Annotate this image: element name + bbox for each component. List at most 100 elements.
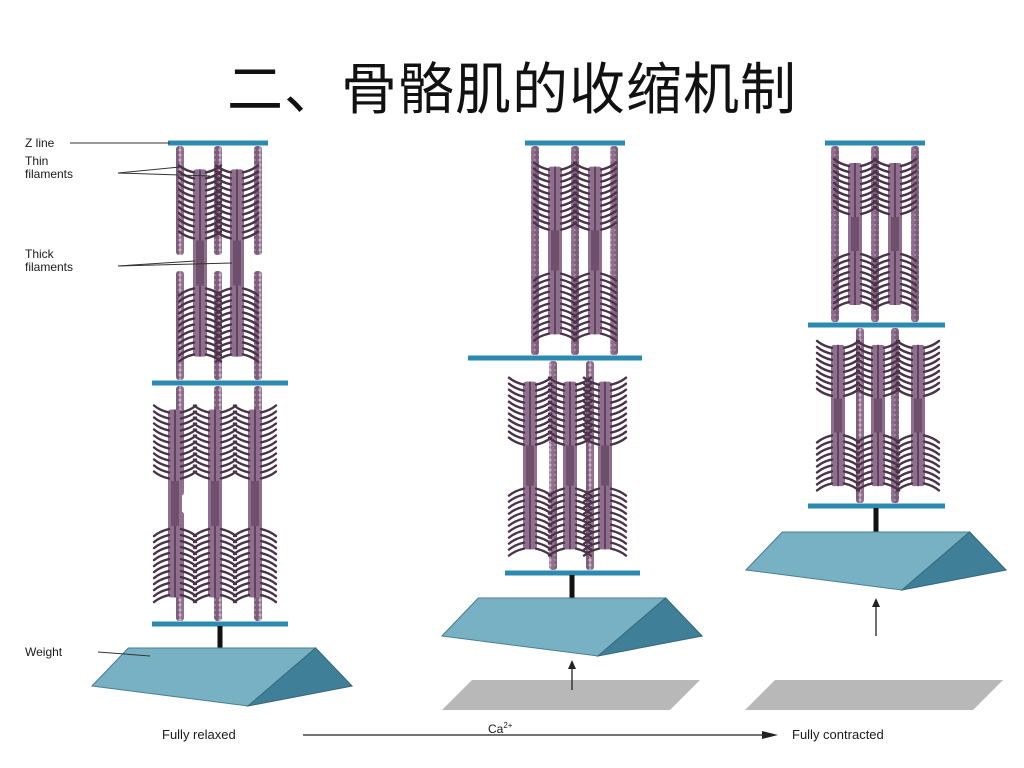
myosin-head [922,440,941,450]
myosin-head [609,424,628,434]
myosin-head [609,499,628,509]
page-title: 二、骨骼肌的收缩机制 [227,58,797,123]
myosin-head [895,458,914,468]
thick-filament [152,404,198,604]
myosin-head [609,493,628,503]
calcium-ion-label: Ca2+ [488,721,513,736]
myosin-head [532,278,551,288]
myosin-head [214,305,233,315]
myosin-head [922,446,941,456]
myosin-head [204,182,223,192]
myosin-head [532,173,551,183]
myosin-head [259,428,278,438]
myosin-head [899,181,918,192]
myosin-head [232,557,251,568]
myosin-head [192,581,211,592]
myosin-head [895,363,914,374]
myosin-head [177,323,196,333]
bare-zone [566,445,574,486]
thick-filaments-leader-b [117,262,233,267]
myosin-head [532,209,551,219]
z-line [525,140,625,146]
myosin-head [815,381,834,392]
myosin-head [152,575,171,586]
myosin-head [259,422,278,432]
myosin-head [609,388,628,398]
myosin-head [599,197,618,207]
myosin-head [177,329,196,339]
myosin-head [899,175,918,186]
myosin-head [177,230,196,240]
z-line [152,621,288,627]
myosin-head [832,199,851,210]
myosin-head [507,412,526,422]
thick-filament [572,161,618,342]
myosin-head [241,164,260,174]
myosin-head [815,476,834,486]
weight-rod [217,626,223,655]
myosin-head [815,375,834,386]
myosin-head [574,529,593,539]
z-line [468,355,642,361]
myosin-head [192,404,211,414]
myosin-head [192,575,211,586]
myosin-head [204,341,223,351]
myosin-head [192,428,211,438]
myosin-head [922,482,941,492]
myosin-head [152,416,171,426]
myosin-head [922,369,941,380]
myosin-head [232,563,251,574]
myosin-head [259,527,278,538]
myosin-head [582,511,601,521]
myosin-head [922,363,941,374]
myosin-head [204,164,223,174]
thick-filament [214,164,260,363]
myosin-head [547,535,566,545]
myosin-head [214,170,233,180]
myosin-head [599,290,618,300]
myosin-head [899,294,918,305]
myosin-head [507,523,526,533]
myosin-head [241,323,260,333]
myosin-head [895,357,914,368]
myosin-head [832,169,851,180]
myosin-head [177,212,196,222]
myosin-head [177,200,196,210]
myosin-head [232,464,251,474]
myosin-head [152,587,171,598]
myosin-head [572,326,591,336]
myosin-head [507,535,526,545]
myosin-head [855,363,874,374]
bare-zone [851,216,859,252]
myosin-head [152,434,171,444]
myosin-head [192,464,211,474]
weight-rod [873,508,879,537]
myosin-head [599,215,618,225]
myosin-head [192,422,211,432]
myosin-head [192,527,211,538]
myosin-head [547,430,566,440]
myosin-head [599,302,618,312]
z-line-label: Z line [25,136,55,150]
myosin-head [599,209,618,219]
myosin-head [241,206,260,216]
myosin-head [532,284,551,294]
myosin-head [832,288,851,299]
z-line [808,503,945,509]
myosin-head [855,357,874,368]
myosin-head [507,400,526,410]
myosin-head [214,293,233,303]
myosin-head [241,305,260,315]
myosin-head [532,161,551,171]
myosin-head [547,517,566,527]
myosin-head [192,557,211,568]
myosin-head [582,400,601,410]
myosin-head [232,581,251,592]
myosin-head [609,376,628,386]
thick-filament [855,339,901,492]
myosin-head [232,410,251,420]
myosin-head [815,440,834,450]
myosin-head [899,264,918,275]
lift-arrow-head [568,660,576,669]
